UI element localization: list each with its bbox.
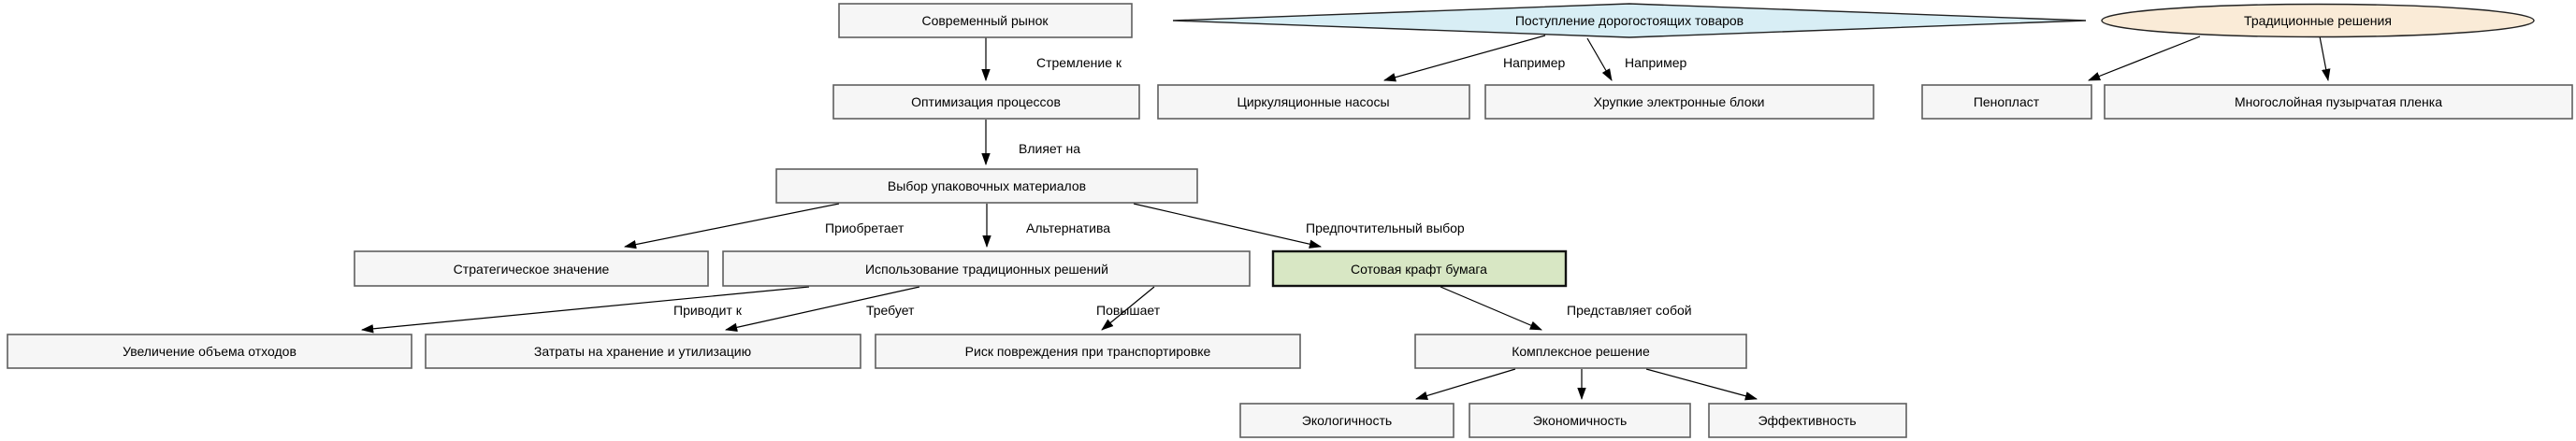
node-modern-market: Современный рынок <box>838 3 1133 38</box>
node-foam: Пенопласт <box>1921 84 2092 120</box>
edge-label-example-1: Например <box>1503 55 1565 70</box>
edge-labels: Стремление к Например Например Влияет на… <box>673 55 1692 318</box>
node-eco-friendliness-box <box>1239 403 1454 438</box>
edge-usage-to-waste <box>360 286 810 334</box>
edge-complex-to-eco <box>1414 368 1516 401</box>
node-waste-increase-label: Увеличение объема отходов <box>123 344 297 359</box>
node-damage-risk-box <box>875 334 1301 369</box>
edge-label-represents: Представляет собой <box>1567 303 1692 318</box>
node-bubble-wrap-label: Многослойная пузырчатая пленка <box>2235 94 2442 109</box>
node-fragile-electronics-box <box>1484 84 1874 120</box>
edge-label-leads-to: Приводит к <box>673 303 743 318</box>
edge-usage-to-storage <box>724 286 920 333</box>
node-process-optimization-label: Оптимизация процессов <box>911 94 1061 109</box>
node-eco-friendliness-label: Экологичность <box>1302 413 1392 428</box>
edge-goods-to-pumps <box>1382 35 1546 82</box>
node-packaging-choice-box <box>775 168 1198 204</box>
edge-label-alternative: Альтернатива <box>1026 220 1110 235</box>
node-complex-solution: Комплексное решение <box>1414 334 1747 369</box>
node-modern-market-label: Современный рынок <box>921 13 1049 28</box>
node-traditional-solutions: Традиционные решения <box>2101 3 2535 38</box>
node-waste-increase: Увеличение объема отходов <box>7 334 412 369</box>
edge-complex-to-effect <box>1645 368 1758 401</box>
edge-label-preferred-choice: Предпочтительный выбор <box>1306 220 1465 235</box>
node-circulation-pumps-box <box>1157 84 1470 120</box>
node-cost-efficiency: Экономичность <box>1469 403 1691 438</box>
edge-label-requires: Требует <box>866 303 915 318</box>
edge-label-example-2: Например <box>1625 55 1686 70</box>
node-traditional-solutions-label: Традиционные решения <box>2244 13 2392 28</box>
node-packaging-choice: Выбор упаковочных материалов <box>775 168 1198 204</box>
node-process-optimization-box <box>832 84 1140 120</box>
node-effectiveness-box <box>1708 403 1907 438</box>
node-process-optimization: Оптимизация процессов <box>832 84 1140 120</box>
node-storage-costs-box <box>425 334 861 369</box>
edge-label-raises: Повышает <box>1096 303 1161 318</box>
node-effectiveness: Эффективность <box>1708 403 1907 438</box>
node-modern-market-box <box>838 3 1133 38</box>
edge-traditional-to-foam <box>2088 36 2201 81</box>
node-traditional-usage-label: Использование традиционных решений <box>865 262 1108 277</box>
edge-packaging-to-honeycomb <box>1133 203 1323 249</box>
node-damage-risk: Риск повреждения при транспортировке <box>875 334 1301 369</box>
node-strategic-value-box <box>354 250 709 287</box>
node-complex-solution-box <box>1414 334 1747 369</box>
node-honeycomb-paper: Сотовая крафт бумага <box>1271 249 1568 288</box>
nodes: Современный рынок Поступление дорогостоя… <box>7 3 2573 438</box>
node-waste-increase-box <box>7 334 412 369</box>
node-storage-costs: Затраты на хранение и утилизацию <box>425 334 861 369</box>
node-circulation-pumps-label: Циркуляционные насосы <box>1237 94 1389 109</box>
node-fragile-electronics-label: Хрупкие электронные блоки <box>1594 94 1765 109</box>
node-strategic-value: Стратегическое значение <box>354 250 709 287</box>
node-effectiveness-label: Эффективность <box>1758 413 1856 428</box>
node-goods-arrival-diamond <box>1172 3 2087 38</box>
node-eco-friendliness: Экологичность <box>1239 403 1454 438</box>
node-strategic-value-label: Стратегическое значение <box>454 262 610 277</box>
node-cost-efficiency-label: Экономичность <box>1533 413 1628 428</box>
node-honeycomb-paper-label: Сотовая крафт бумага <box>1351 262 1487 277</box>
node-storage-costs-label: Затраты на хранение и утилизацию <box>534 344 751 359</box>
node-traditional-usage-box <box>722 250 1251 287</box>
edge-label-influences: Влияет на <box>1019 141 1080 156</box>
node-foam-label: Пенопласт <box>1974 94 2040 109</box>
node-circulation-pumps: Циркуляционные насосы <box>1157 84 1470 120</box>
node-goods-arrival-label: Поступление дорогостоящих товаров <box>1515 13 1744 28</box>
edge-usage-to-damage <box>1101 286 1155 331</box>
node-traditional-solutions-ellipse <box>2101 3 2535 38</box>
node-goods-arrival: Поступление дорогостоящих товаров <box>1172 3 2087 38</box>
node-traditional-usage: Использование традиционных решений <box>722 250 1251 287</box>
edge-goods-to-electronics <box>1586 37 1613 81</box>
edge-label-striving: Стремление к <box>1036 55 1122 70</box>
node-bubble-wrap: Многослойная пузырчатая пленка <box>2104 84 2573 120</box>
edge-traditional-to-bubblewrap <box>2319 36 2331 82</box>
node-foam-box <box>1921 84 2092 120</box>
edge-label-acquires: Приобретает <box>825 220 904 235</box>
node-cost-efficiency-box <box>1469 403 1691 438</box>
node-complex-solution-label: Комплексное решение <box>1512 344 1650 359</box>
node-fragile-electronics: Хрупкие электронные блоки <box>1484 84 1874 120</box>
node-damage-risk-label: Риск повреждения при транспортировке <box>965 344 1211 359</box>
node-honeycomb-paper-box <box>1271 249 1568 288</box>
node-packaging-choice-label: Выбор упаковочных материалов <box>888 178 1086 193</box>
edge-packaging-to-strategic <box>623 203 840 249</box>
node-bubble-wrap-box <box>2104 84 2573 120</box>
edges <box>360 35 2331 401</box>
edge-honeycomb-to-complex <box>1440 286 1542 331</box>
